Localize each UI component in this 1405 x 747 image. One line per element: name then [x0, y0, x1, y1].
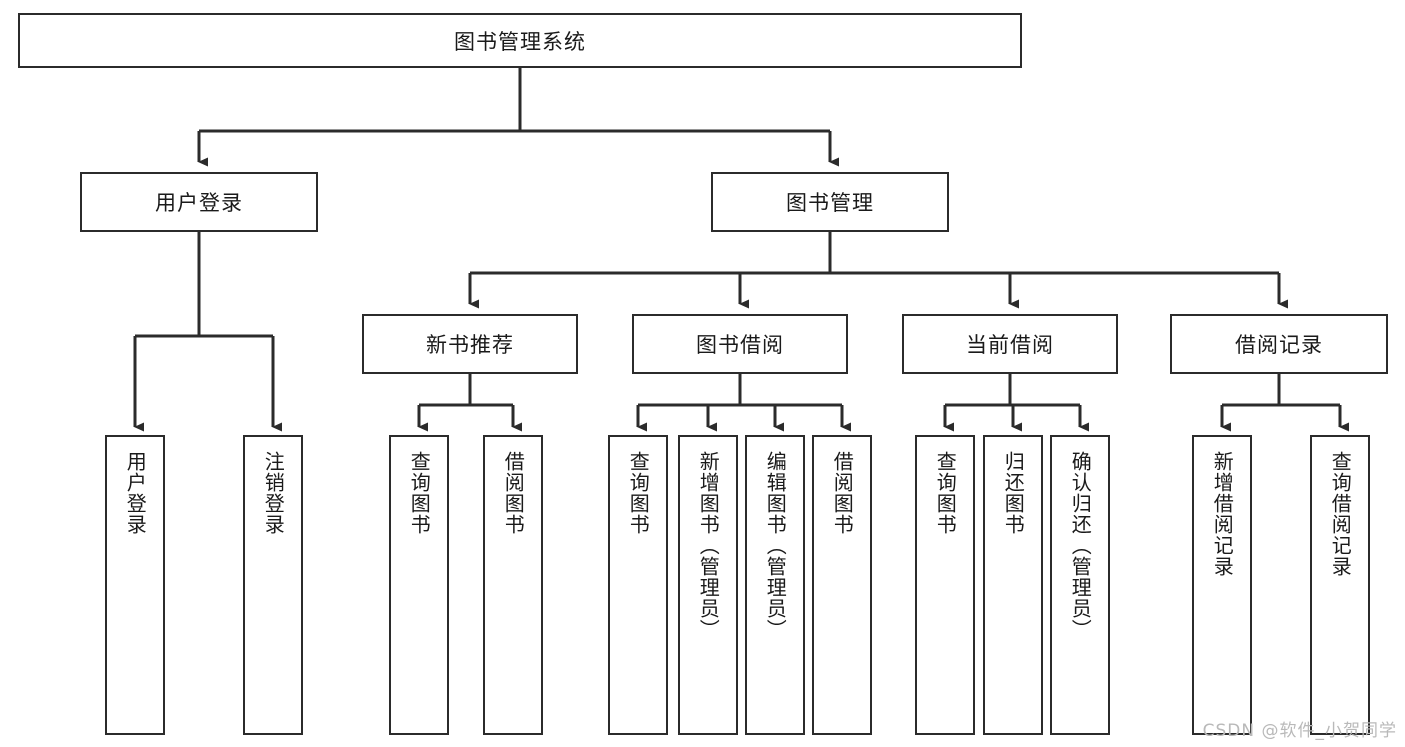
node-book-borrow[interactable]: 图书借阅	[632, 314, 848, 374]
node-label: 图书管理系统	[454, 29, 586, 54]
leaf-user-logout[interactable]: 注销登录	[243, 435, 303, 735]
node-label: 借阅图书	[830, 451, 855, 535]
node-label: 用户登录	[155, 191, 243, 215]
node-label: 查询借阅记录	[1328, 451, 1353, 577]
node-label: 图书借阅	[696, 333, 784, 357]
node-label: 当前借阅	[966, 333, 1054, 357]
leaf-query-book-recommend[interactable]: 查询图书	[389, 435, 449, 735]
leaf-add-borrow-record[interactable]: 新增借阅记录	[1192, 435, 1252, 735]
node-book-management[interactable]: 图书管理	[711, 172, 949, 232]
node-root-system[interactable]: 图书管理系统	[18, 13, 1022, 68]
leaf-confirm-return-admin[interactable]: 确认归还（管理员）	[1050, 435, 1110, 735]
node-current-borrow[interactable]: 当前借阅	[902, 314, 1118, 374]
node-label: 图书管理	[786, 191, 874, 215]
node-borrow-record[interactable]: 借阅记录	[1170, 314, 1388, 374]
node-user-login[interactable]: 用户登录	[80, 172, 318, 232]
node-label: 借阅图书	[501, 451, 526, 535]
node-new-book-recommend[interactable]: 新书推荐	[362, 314, 578, 374]
leaf-user-login[interactable]: 用户登录	[105, 435, 165, 735]
leaf-borrow-book-recommend[interactable]: 借阅图书	[483, 435, 543, 735]
node-label: 注销登录	[261, 451, 286, 535]
node-label: 查询图书	[407, 451, 432, 535]
leaf-borrow-book[interactable]: 借阅图书	[812, 435, 872, 735]
leaf-return-book[interactable]: 归还图书	[983, 435, 1043, 735]
leaf-query-book-current[interactable]: 查询图书	[915, 435, 975, 735]
node-label: 新书推荐	[426, 333, 514, 357]
node-label: 用户登录	[123, 451, 148, 535]
leaf-edit-book-admin[interactable]: 编辑图书（管理员）	[745, 435, 805, 735]
node-label: 新增借阅记录	[1210, 451, 1235, 577]
node-label: 确认归还（管理员）	[1068, 451, 1093, 640]
leaf-add-book-admin[interactable]: 新增图书（管理员）	[678, 435, 738, 735]
node-label: 编辑图书（管理员）	[763, 451, 788, 640]
node-label: 查询图书	[626, 451, 651, 535]
leaf-query-borrow-record[interactable]: 查询借阅记录	[1310, 435, 1370, 735]
watermark: CSDN @软件_小贺同学	[1202, 721, 1397, 741]
node-label: 归还图书	[1001, 451, 1026, 535]
node-label: 新增图书（管理员）	[696, 451, 721, 640]
node-label: 借阅记录	[1235, 333, 1323, 357]
node-label: 查询图书	[933, 451, 958, 535]
leaf-query-book-borrow[interactable]: 查询图书	[608, 435, 668, 735]
